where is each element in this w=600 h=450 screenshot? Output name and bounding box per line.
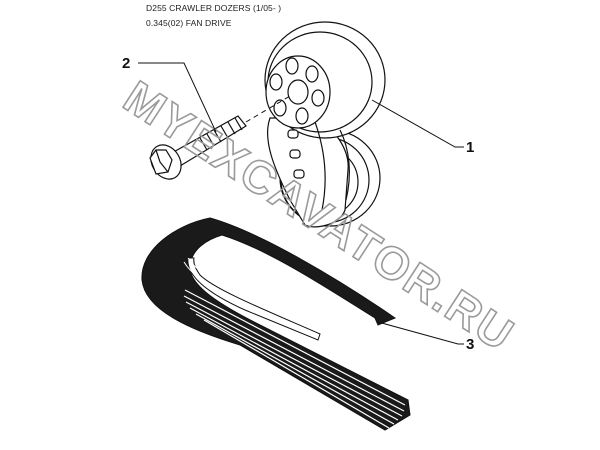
leader-lines [138, 62, 464, 345]
flange-bolt[interactable] [145, 95, 291, 185]
leader-line-2 [138, 62, 217, 133]
leader-line-3 [377, 321, 464, 345]
drive-belt[interactable] [141, 217, 411, 431]
callout-2: 2 [122, 55, 130, 72]
callout-3: 3 [466, 336, 474, 353]
callout-1: 1 [466, 139, 474, 156]
model-title: D255 CRAWLER DOZERS (1/05- ) [146, 3, 282, 13]
section-title: 0.345(02) FAN DRIVE [146, 18, 232, 28]
idler-tensioner[interactable] [264, 21, 386, 228]
leader-line-1 [371, 99, 464, 148]
